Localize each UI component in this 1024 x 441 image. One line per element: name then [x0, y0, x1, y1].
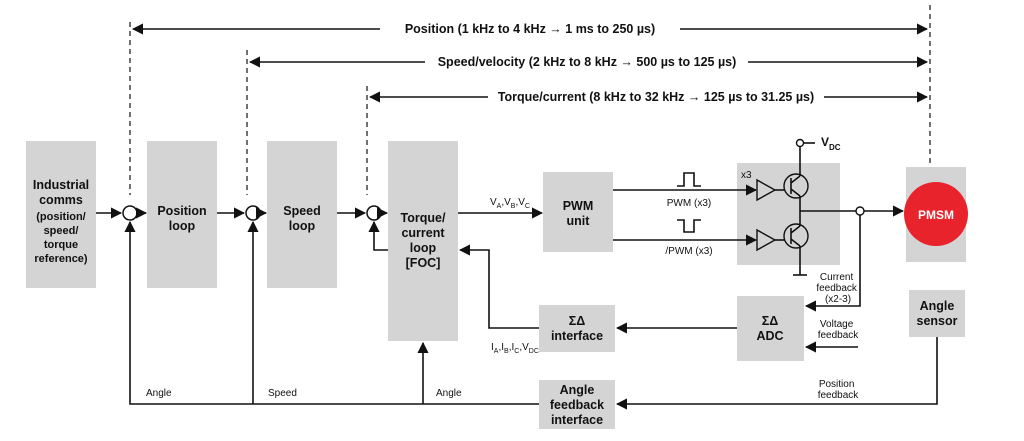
- motor-label: PMSM: [918, 208, 954, 222]
- angle-feedback-label-2: Angle: [436, 388, 462, 399]
- npwm-label: /PWM (x3): [665, 246, 712, 257]
- vdc-terminal-icon: [795, 138, 805, 148]
- svg-text:torque: torque: [44, 239, 78, 251]
- svg-text:speed/: speed/: [44, 225, 79, 237]
- inverter-block: x3: [737, 138, 840, 276]
- voltage-feedback-label: Voltage feedback: [818, 319, 860, 341]
- position-loop-block: Position loop: [147, 141, 217, 288]
- svg-text:interface: interface: [551, 329, 603, 343]
- current-sense-node: [855, 206, 865, 216]
- svg-text:Industrial: Industrial: [33, 178, 89, 192]
- pwm-unit-block: PWM unit: [543, 172, 613, 252]
- lower-transistor-icon: [783, 223, 809, 249]
- speed-loop-block: Speed loop: [267, 141, 337, 288]
- angle-feedback-label-1: Angle: [146, 388, 172, 399]
- speed-feedback-label: Speed: [268, 388, 297, 399]
- svg-text:loop: loop: [410, 241, 437, 255]
- svg-text:[FOC]: [FOC]: [406, 256, 441, 270]
- torque-summing-junction: [366, 205, 382, 221]
- position-summing-junction: [122, 205, 138, 221]
- svg-text:PWM: PWM: [563, 199, 594, 213]
- current-vector-label: IA,IB,IC,VDC: [491, 342, 539, 355]
- svg-text:sensor: sensor: [917, 314, 958, 328]
- voltage-vector-label: VA,VB,VC: [490, 197, 530, 210]
- position-feedback-label: Position feedback: [818, 379, 860, 401]
- vdc-label: VDC: [821, 135, 841, 152]
- svg-text:feedback: feedback: [550, 398, 604, 412]
- svg-text:comms: comms: [39, 193, 83, 207]
- speed-timing-line: Speed/velocity (2 kHz to 8 kHz → 500 µs …: [248, 55, 929, 69]
- speed-summing-junction: [245, 205, 261, 221]
- npwm-pulse-icon: [677, 219, 701, 233]
- current-feedback-label: Current feedback (x2-3): [816, 272, 859, 305]
- industrial-comms-block: Industrial comms (position/ speed/ torqu…: [26, 141, 96, 288]
- sigma-delta-interface-block: ΣΔ interface: [539, 305, 615, 352]
- inverter-count-label: x3: [741, 170, 752, 181]
- svg-text:ADC: ADC: [756, 329, 783, 343]
- sigma-delta-adc-block: ΣΔ ADC: [737, 296, 804, 361]
- svg-text:ΣΔ: ΣΔ: [762, 314, 779, 328]
- svg-text:reference): reference): [34, 253, 88, 265]
- svg-text:loop: loop: [169, 219, 196, 233]
- svg-text:Angle: Angle: [560, 383, 595, 397]
- svg-text:ΣΔ: ΣΔ: [569, 314, 586, 328]
- pmsm-motor: PMSM: [904, 167, 968, 262]
- pwm-pulse-icon: [677, 172, 701, 187]
- angle-feedback-interface-block: Angle feedback interface: [539, 380, 615, 429]
- svg-text:current: current: [401, 226, 445, 240]
- svg-text:unit: unit: [567, 214, 591, 228]
- torque-loop-block: Torque/ current loop [FOC]: [388, 141, 458, 341]
- svg-text:(position/: (position/: [36, 211, 86, 223]
- svg-text:Angle: Angle: [920, 299, 955, 313]
- svg-text:Torque/: Torque/: [401, 211, 446, 225]
- angle-sensor-block: Angle sensor: [909, 290, 965, 337]
- torque-timing-label: Torque/current (8 kHz to 32 kHz → 125 µs…: [498, 90, 814, 104]
- svg-text:interface: interface: [551, 413, 603, 427]
- speed-timing-label: Speed/velocity (2 kHz to 8 kHz → 500 µs …: [438, 55, 737, 69]
- pwm-label: PWM (x3): [667, 198, 711, 209]
- svg-text:loop: loop: [289, 219, 316, 233]
- position-timing-line: Position (1 kHz to 4 kHz → 1 ms to 250 µ…: [131, 22, 929, 36]
- svg-text:Speed: Speed: [283, 204, 321, 218]
- torque-timing-line: Torque/current (8 kHz to 32 kHz → 125 µs…: [368, 90, 929, 104]
- position-timing-label: Position (1 kHz to 4 kHz → 1 ms to 250 µ…: [405, 22, 655, 36]
- svg-text:Position: Position: [157, 204, 206, 218]
- upper-transistor-icon: [783, 173, 809, 199]
